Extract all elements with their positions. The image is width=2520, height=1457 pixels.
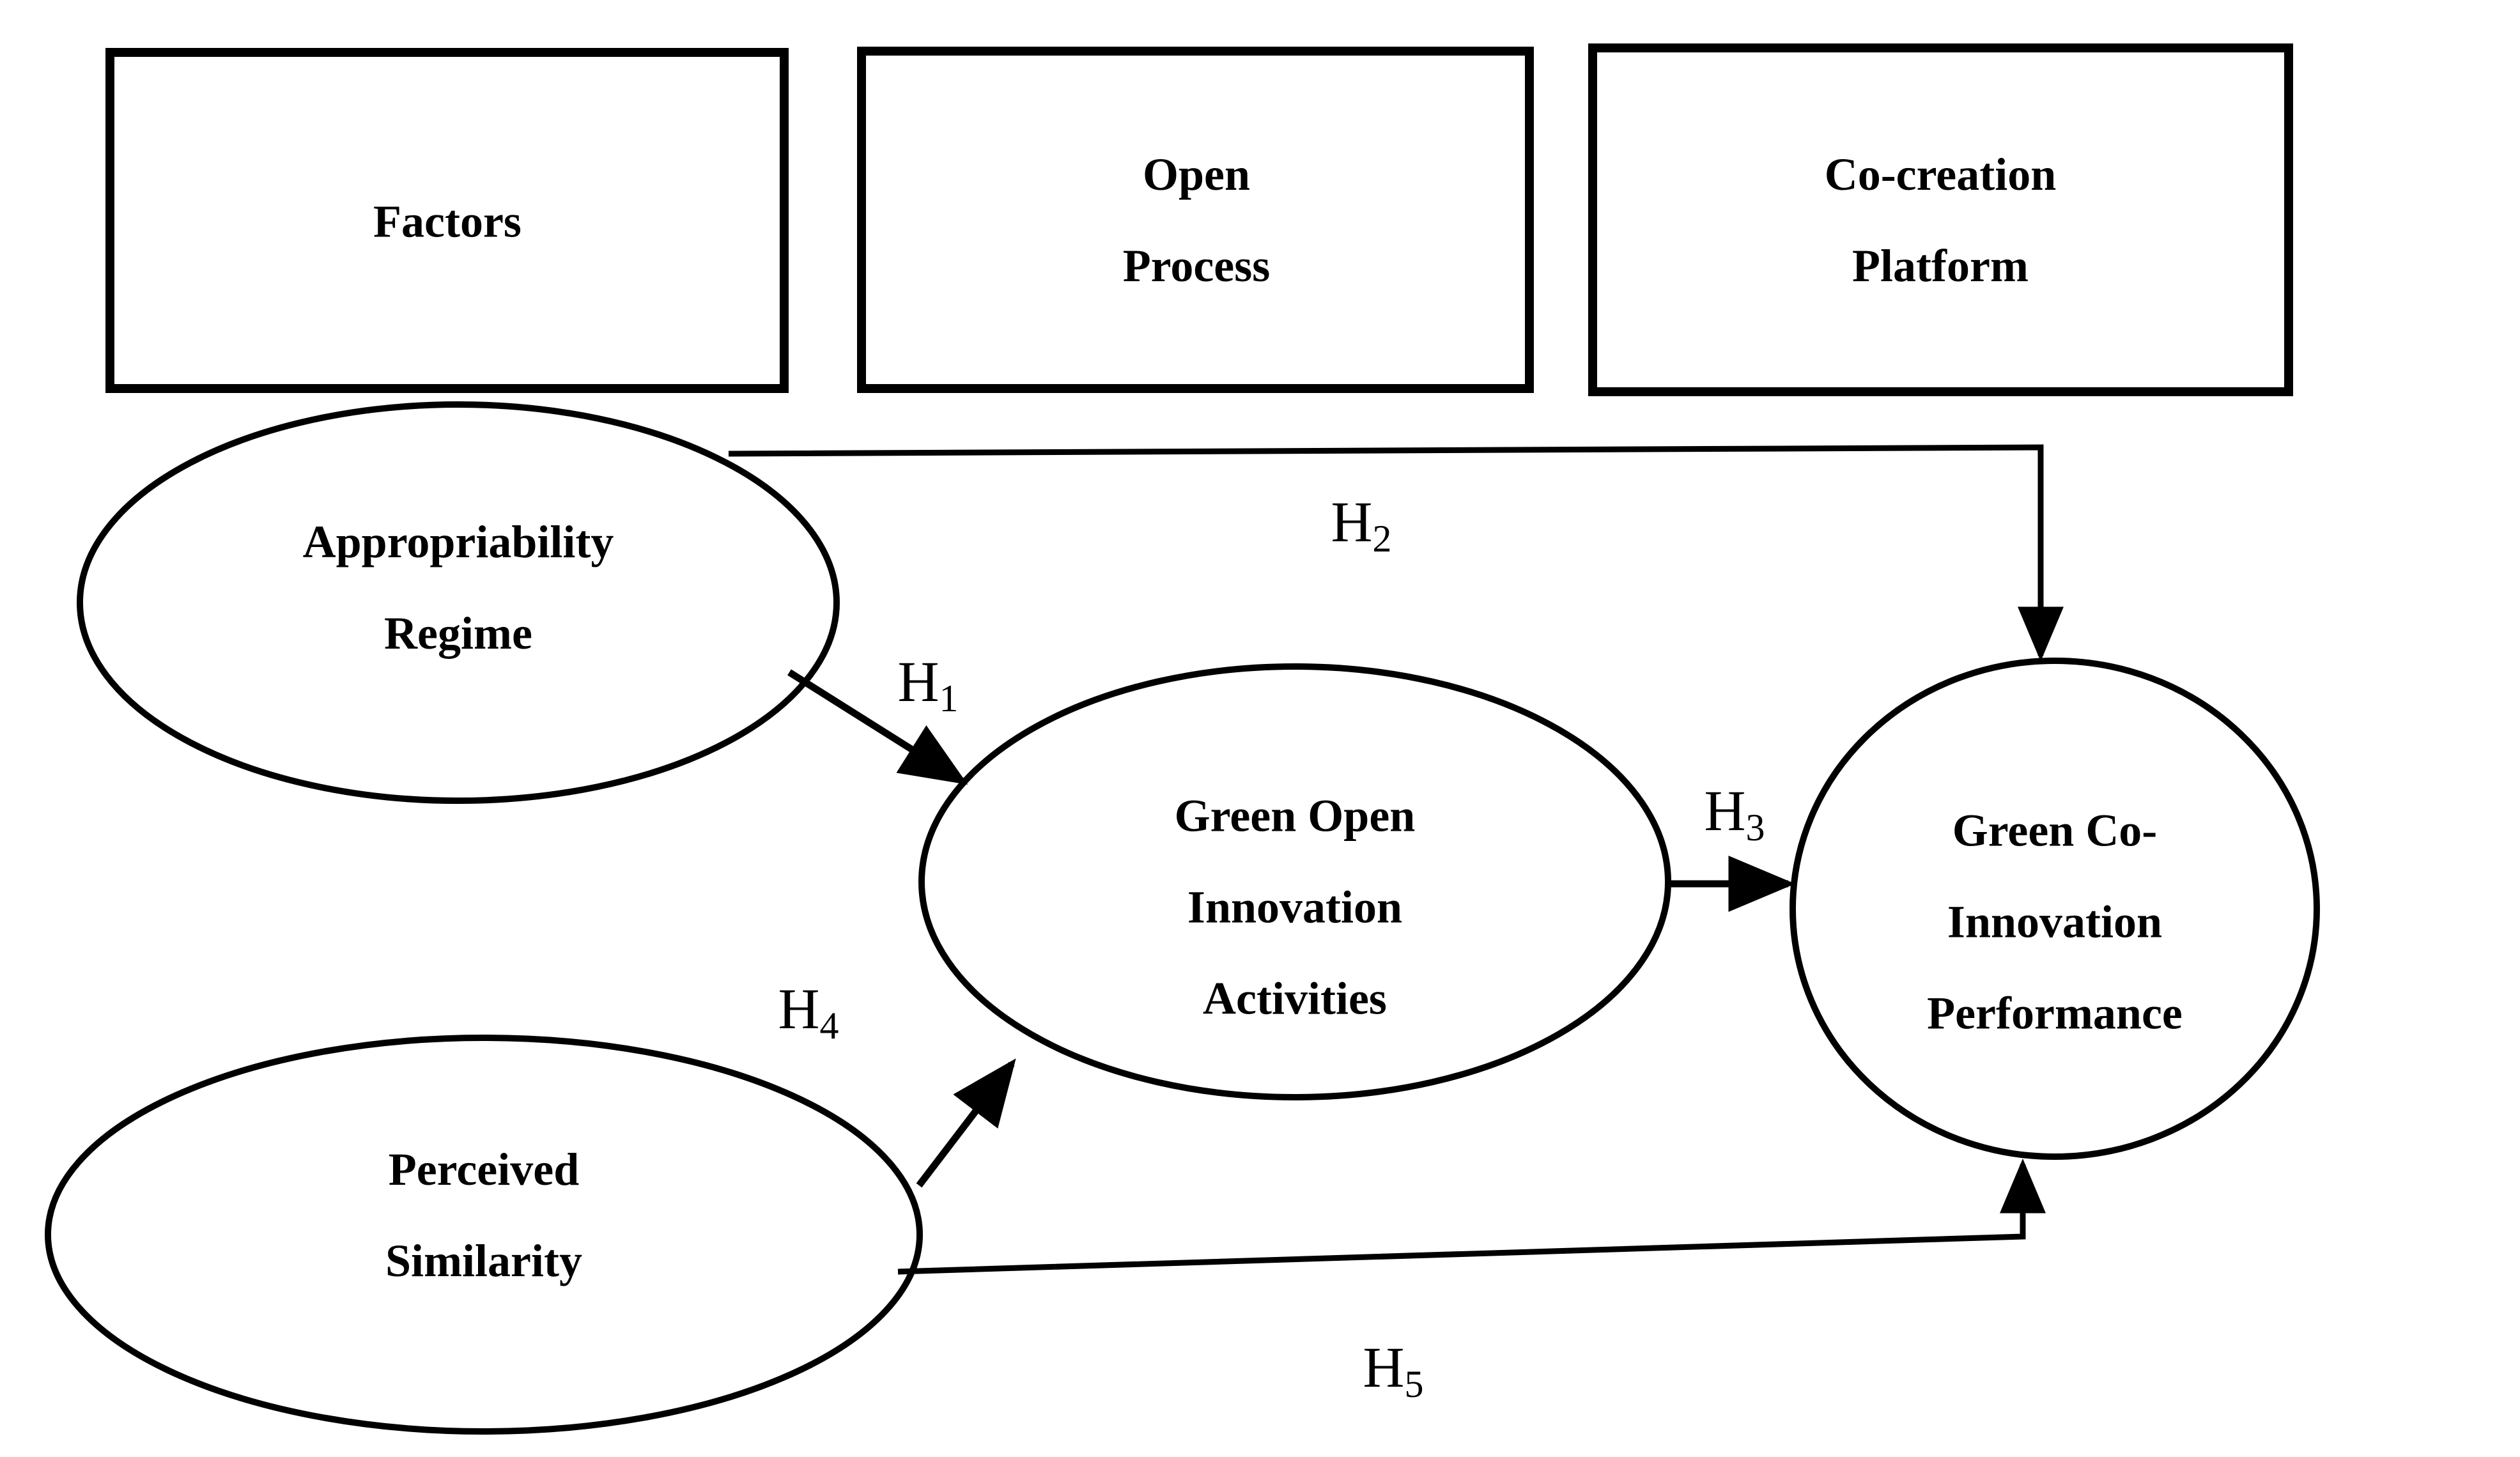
perceived-similarity-ellipse <box>45 1035 923 1435</box>
h5-label: H5 <box>1363 1336 1424 1405</box>
green-open-innovation-activities-label-line-2: Innovation <box>1187 881 1403 933</box>
factors-box-label: Factors <box>373 176 522 268</box>
green-co-innovation-performance-label: Green Co- Innovation Performance <box>1927 785 2183 1060</box>
co-creation-platform-box-label: Co-creation Platform <box>1825 129 2057 312</box>
h4-arrow <box>916 1058 1016 1188</box>
open-process-box-label: Open Process <box>1123 129 1271 312</box>
green-open-innovation-activities-label-line-1: Green Open <box>1174 790 1416 842</box>
h3-label-main: H <box>1704 780 1746 843</box>
h1-label: H1 <box>898 654 959 718</box>
h5-label-main: H <box>1363 1336 1405 1399</box>
open-process-label-line-1: Open <box>1142 149 1251 200</box>
h4-label-subscript: 4 <box>819 1005 839 1047</box>
h2-label-subscript: 2 <box>1372 518 1392 560</box>
h4-label-main: H <box>778 978 820 1041</box>
co-creation-platform-box-outline <box>1588 43 2293 396</box>
appropriability-regime-ellipse <box>77 401 840 804</box>
factors-label-line: Factors <box>373 196 522 247</box>
appropriability-regime-label-line-1: Appropriability <box>302 516 614 567</box>
green-co-innovation-performance-label-line-1: Green Co- <box>1952 805 2158 856</box>
green-open-innovation-activities-label-line-3: Activities <box>1203 973 1387 1024</box>
open-process-box-outline <box>857 47 1534 393</box>
perceived-similarity-label-line-1: Perceived <box>388 1144 580 1195</box>
h2-label: H2 <box>1331 491 1392 560</box>
appropriability-regime-label: Appropriability Regime <box>303 497 614 679</box>
green-co-innovation-performance-label-line-3: Performance <box>1927 987 2183 1039</box>
appropriability-regime-label-line-2: Regime <box>384 608 532 659</box>
perceived-similarity-label: Perceived Similarity <box>385 1124 582 1307</box>
h2-arrow <box>728 444 2064 661</box>
co-creation-platform-label-line-1: Co-creation <box>1824 149 2057 200</box>
h1-label-subscript: 1 <box>939 677 959 720</box>
co-creation-platform-label-line-2: Platform <box>1852 240 2029 291</box>
open-process-label-line-2: Process <box>1122 240 1271 291</box>
perceived-similarity-label-line-2: Similarity <box>385 1235 582 1286</box>
h5-arrow <box>897 1159 2046 1275</box>
h3-label: H3 <box>1704 783 1765 847</box>
h1-label-main: H <box>897 651 939 714</box>
h2-label-main: H <box>1331 491 1373 554</box>
h1-arrow <box>787 669 968 785</box>
h5-label-subscript: 5 <box>1404 1363 1424 1405</box>
green-open-innovation-activities-label: Green Open Innovation Activities <box>1175 771 1416 1045</box>
h3-label-subscript: 3 <box>1745 806 1765 849</box>
factors-box-outline <box>105 48 789 393</box>
h4-label: H4 <box>778 981 839 1045</box>
green-co-innovation-performance-label-line-2: Innovation <box>1947 896 2163 948</box>
